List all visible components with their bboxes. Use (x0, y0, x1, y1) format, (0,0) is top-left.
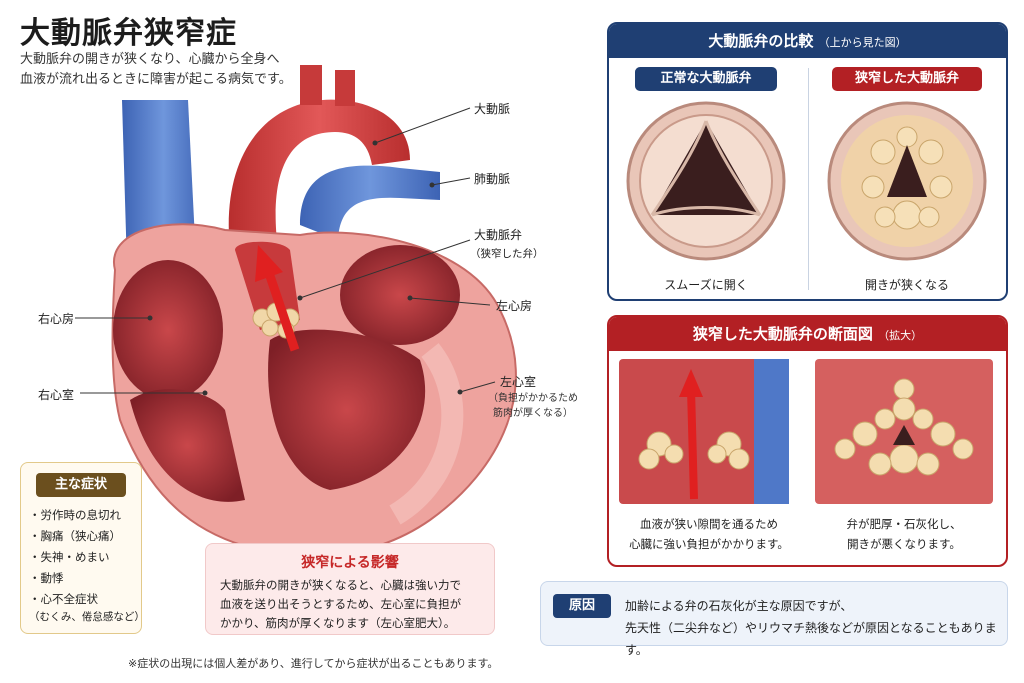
leader-lines (75, 107, 496, 394)
right-ventricle-chamber (130, 389, 245, 502)
cross-section-left-caption: 血液が狭い隙間を通るため 心臓に強い負担がかかります。 (629, 517, 789, 551)
aorta-shape (228, 99, 410, 250)
left-atrium-chamber (340, 245, 460, 345)
thick-myocardium (389, 343, 464, 525)
pulmonary-artery-shape (300, 165, 440, 240)
cause-text: 加齢による弁の石灰化が主な原因ですが、 先天性（二尖弁など）やリウマチ熱後などが… (625, 599, 997, 657)
comparison-heading: 大動脈弁の比較 （上から見た図） (609, 24, 1006, 58)
label-aorta: 大動脈 (474, 102, 511, 116)
list-item: ・心不全症状 (29, 592, 98, 606)
normal-valve-label: 正常な大動脈弁 (635, 67, 777, 91)
leader-dots (147, 140, 463, 396)
cross-section-flow-image (619, 359, 789, 504)
comparison-title-note: （上から見た図） (818, 36, 907, 49)
right-atrium-chamber (113, 260, 223, 400)
list-item: ・労作時の息切れ (29, 508, 121, 522)
cross-section-right-caption: 弁が肥厚・石灰化し、 開きが悪くなります。 (846, 517, 962, 551)
heart-illustration (75, 65, 517, 558)
footnote: ※症状の出現には個人差があり、進行してから症状が出ることもあります。 (128, 657, 499, 670)
stenosis-valve-caption: 開きが狭くなる (864, 278, 949, 292)
valve-comparison-panel: 大動脈弁の比較 （上から見た図） 正常な大動脈弁 スムーズに開く 狭窄した大動脈… (607, 22, 1008, 301)
page-subtitle: 大動脈弁の開きが狭くなり、心臓から全身へ 血液が流れ出るときに障害が起こる病気で… (20, 52, 292, 87)
list-item: ・失神・めまい (29, 550, 110, 564)
symptoms-box: 主な症状 ・労作時の息切れ ・胸痛（狭心痛） ・失神・めまい ・動悸 ・心不全症… (20, 462, 145, 634)
cross-section-panel: 狭窄した大動脈弁の断面図 （拡大） 血液が狭い隙間を通るため 心臓に強い負担がか… (607, 315, 1008, 567)
page-title: 大動脈弁狭窄症 (20, 16, 237, 51)
aorta-branch (335, 70, 355, 106)
effect-body: 大動脈弁の開きが狭くなると、心臓は強い力で 血液を送り出そうとするため、左心室に… (220, 578, 462, 630)
comparison-title: 大動脈弁の比較 (708, 32, 814, 50)
label-pulmonary-artery: 肺動脈 (474, 172, 511, 186)
list-item: ・動悸 (29, 571, 64, 585)
blood-flow-arrow (255, 245, 300, 352)
cross-section-heading: 狭窄した大動脈弁の断面図 （拡大） (609, 317, 1006, 351)
symptoms-heading: 主な症状 (36, 473, 126, 497)
normal-valve-caption: スムーズに開く (664, 278, 748, 292)
stenosis-valve-label: 狭窄した大動脈弁 (832, 67, 982, 91)
comparison-divider (808, 68, 809, 290)
cross-section-calcified-image (815, 359, 993, 504)
cross-section-title: 狭窄した大動脈弁の断面図 (692, 325, 873, 343)
label-left-ventricle: 左心室 (500, 375, 537, 389)
label-aortic-valve-note: （狭窄した弁） (470, 248, 544, 260)
symptoms-note: （むくみ、倦怠感など） (29, 611, 145, 623)
label-aortic-valve: 大動脈弁 (474, 228, 523, 242)
cross-section-title-note: （拡大） (878, 329, 923, 342)
list-item: ・胸痛（狭心痛） (29, 529, 121, 543)
label-right-atrium: 右心房 (38, 312, 75, 326)
normal-valve-image (626, 101, 786, 261)
effect-heading: 狭窄による影響 (301, 555, 399, 571)
stenosis-valve-image (827, 101, 987, 261)
label-left-atrium: 左心房 (496, 299, 533, 313)
symptoms-list: ・労作時の息切れ ・胸痛（狭心痛） ・失神・めまい ・動悸 ・心不全症状 （むく… (21, 505, 145, 624)
cause-box: 原因 加齢による弁の石灰化が主な原因ですが、 先天性（二尖弁など）やリウマチ熱後… (540, 581, 1008, 657)
cause-label: 原因 (553, 594, 611, 618)
left-ventricle-chamber (268, 329, 426, 490)
effect-box: 狭窄による影響 大動脈弁の開きが狭くなると、心臓は強い力で 血液を送り出そうとす… (205, 543, 495, 635)
label-right-ventricle: 右心室 (38, 388, 75, 402)
aorta-branch (300, 65, 322, 105)
label-left-ventricle-note: （負担がかかるため 筋肉が厚くなる） (488, 393, 578, 419)
